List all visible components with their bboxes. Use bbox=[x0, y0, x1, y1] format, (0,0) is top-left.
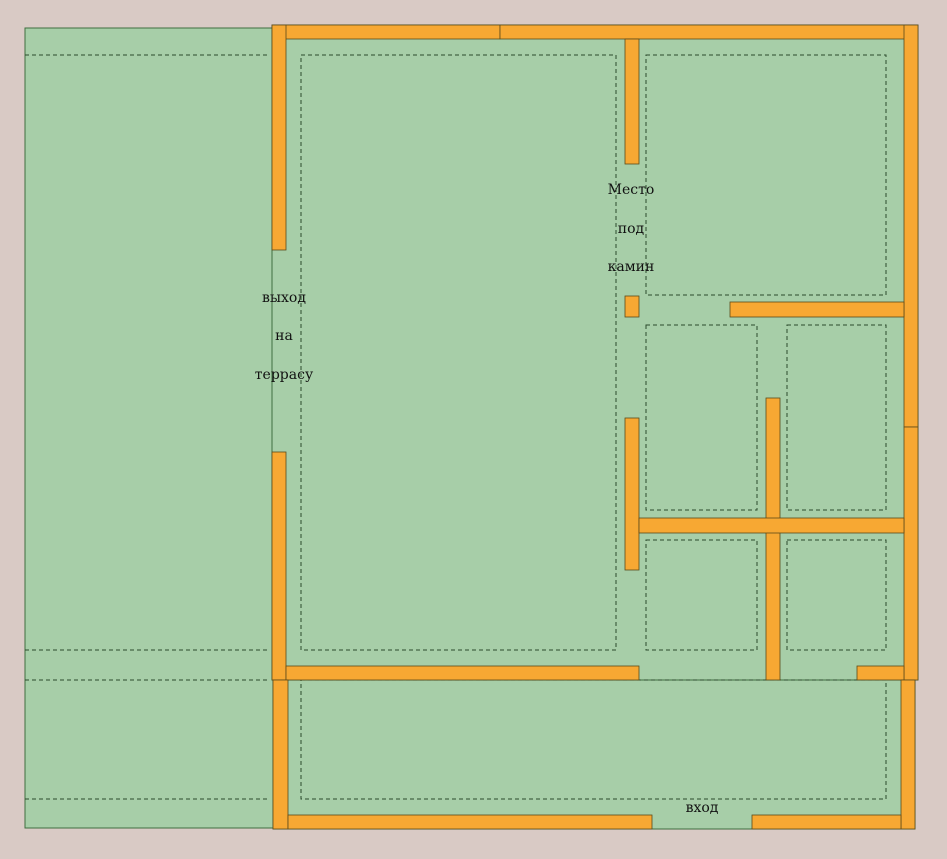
porch-floor bbox=[272, 679, 916, 830]
wall-partition-lower bbox=[624, 417, 640, 571]
wall-bedroom-south bbox=[729, 301, 905, 318]
terrace-exit-label-line3: террасу bbox=[255, 367, 314, 383]
wall-partition-stub bbox=[624, 295, 640, 318]
wall-porch-east bbox=[900, 679, 916, 830]
house-floor bbox=[271, 24, 919, 681]
wall-porch-south-right bbox=[751, 814, 902, 830]
wall-porch-south-left bbox=[287, 814, 653, 830]
wall-rooms-divider bbox=[765, 397, 781, 681]
porch-outline bbox=[300, 679, 887, 800]
wall-rooms-horizontal bbox=[638, 517, 905, 534]
terrace-floor bbox=[24, 27, 274, 829]
room-middle-left-outline bbox=[645, 324, 758, 511]
fireplace-label-line2: под bbox=[618, 221, 645, 237]
wall-east-upper bbox=[903, 24, 919, 428]
fireplace-label-line3: камин bbox=[608, 259, 655, 275]
fireplace-label-line1: Место bbox=[608, 182, 655, 198]
wall-south-east-stub bbox=[856, 665, 905, 681]
living-room-outline bbox=[300, 54, 617, 651]
room-bottom-right-outline bbox=[786, 539, 887, 651]
wall-west-upper bbox=[271, 24, 287, 251]
room-middle-right-outline bbox=[786, 324, 887, 511]
terrace-exit-label-line2: на bbox=[275, 328, 293, 344]
wall-east-lower bbox=[903, 426, 919, 681]
bedroom-outline bbox=[645, 54, 887, 296]
terrace-exit-label-line1: выход bbox=[262, 290, 306, 306]
wall-partition-top bbox=[624, 38, 640, 165]
room-bottom-left-outline bbox=[645, 539, 758, 651]
wall-south-main bbox=[285, 665, 640, 681]
wall-top-right bbox=[499, 24, 919, 40]
wall-top-left bbox=[271, 24, 501, 40]
wall-porch-west bbox=[272, 679, 289, 830]
wall-west-lower bbox=[271, 451, 287, 681]
entrance-label: вход bbox=[686, 800, 719, 816]
